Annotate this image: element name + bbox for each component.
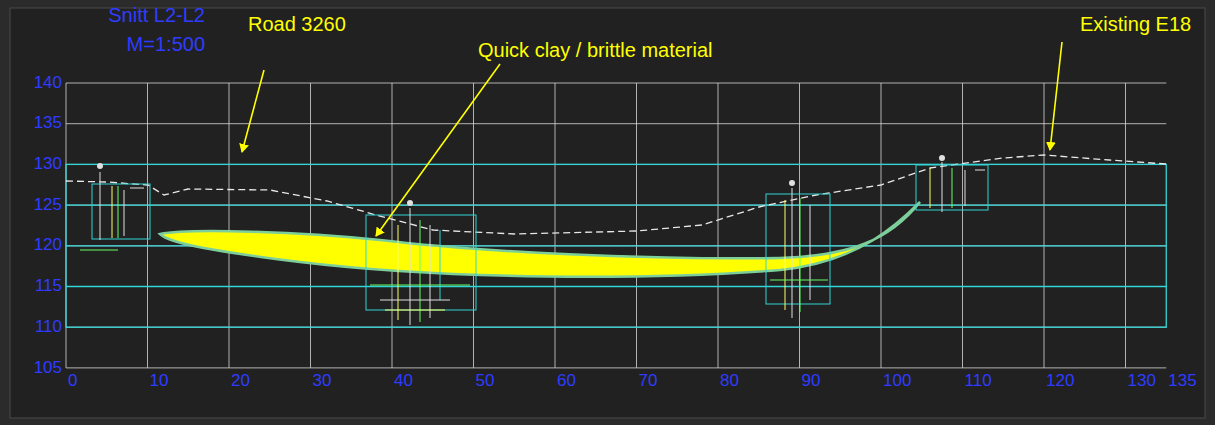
borehole-log [366,200,476,325]
axis-value: 60 [557,372,576,391]
quick-clay-lens [160,202,920,277]
axis-value: 50 [476,372,495,391]
axis-value: 80 [720,372,739,391]
scale-label: M=1:500 [127,33,205,55]
grid-line [636,83,637,368]
grid-line [66,205,1166,206]
axis-value: 100 [883,372,911,391]
grid-line [555,83,556,368]
axis-value: 90 [802,372,821,391]
grid-line [1125,83,1126,368]
axis-value: 120 [34,236,62,255]
axis-value: 110 [35,318,62,337]
borehole-log [766,180,830,318]
axis-value: 20 [231,372,250,391]
leader-arrow [242,42,1062,236]
axis-value: 130 [34,155,62,174]
axis-value: 140 [34,74,62,93]
elevation-line [66,204,1166,205]
grid-line [1044,83,1045,368]
grid [66,83,1166,368]
axis-value: 105 [34,359,62,378]
axis-value: 135 [34,114,62,133]
axis-value: 0 [68,372,77,391]
axis-value: 125 [34,196,62,215]
grid-line [799,83,800,368]
elevation-box [66,164,1166,327]
borehole-log [916,155,988,212]
axis-value: 40 [394,372,413,391]
axis-value: 110 [965,372,992,391]
grid-line [66,83,1166,84]
axis-value: 70 [639,372,658,391]
grid-line [66,123,1166,124]
elevation-frame [66,164,1166,327]
grid-line [392,83,393,368]
grid-line [66,286,1166,287]
axis-value: 135 [1168,372,1196,391]
grid-line [962,83,963,368]
annotation: Existing E18 [1080,13,1191,35]
borehole-log [80,163,150,250]
annotation: Quick clay / brittle material [478,39,713,61]
axis-value: 120 [1046,372,1074,391]
grid-line [229,83,230,368]
elevation-line [66,286,1166,287]
axis-value: 115 [35,277,62,296]
axis-value: 10 [150,372,169,391]
annotation: Road 3260 [248,13,346,35]
grid-line [881,83,882,368]
axis-value: 30 [313,372,332,391]
grid-line [718,83,719,368]
grid-line [66,367,1166,368]
terrain-line [66,155,1166,234]
grid-line [473,83,474,368]
axis-value: 130 [1128,372,1156,391]
grid-line [147,83,148,368]
drawing-title: Snitt L2-L2 [108,4,205,26]
drawing-panel [10,8,1205,418]
grid-line [310,83,311,368]
